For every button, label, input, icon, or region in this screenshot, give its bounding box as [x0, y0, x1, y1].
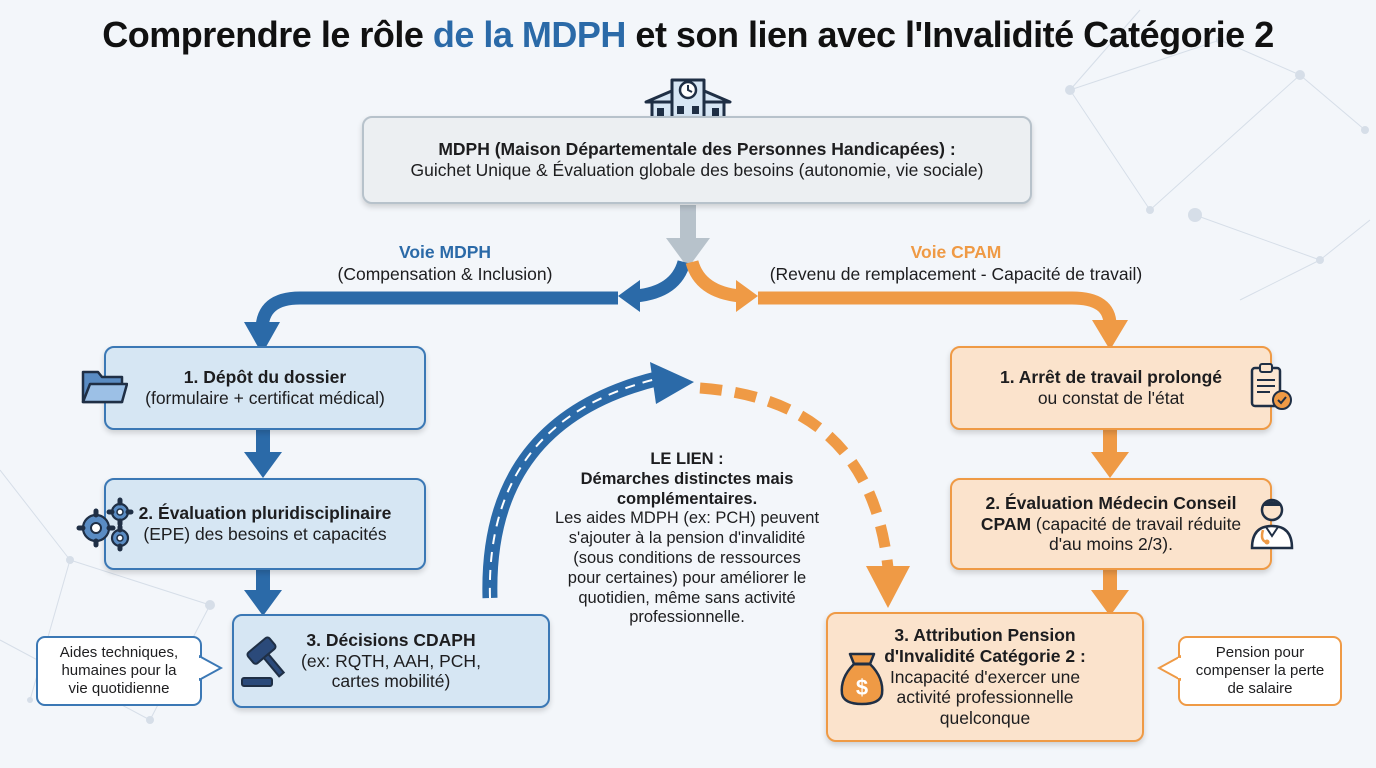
cpam-step-2-line2: CPAM (capacité de travail réduite — [981, 514, 1241, 535]
cpam-step-1-text: ou constat de l'état — [1037, 388, 1185, 408]
link-subtitle-2: complémentaires. — [616, 489, 758, 508]
left-callout-line2: humaines pour la — [61, 662, 177, 679]
orange-link-arc — [699, 382, 910, 608]
left-callout-line1: Aides techniques, — [59, 644, 179, 661]
cpam-step-3: 3. Attribution Pension d'Invalidité Caté… — [826, 612, 1144, 742]
cpam-step-3-line5: quelconque — [939, 707, 1031, 728]
title-highlight: de la MDPH — [432, 14, 627, 55]
orange-step-arrows — [1091, 430, 1129, 616]
cpam-step-2-text2: (capacité de travail réduite — [1031, 513, 1242, 534]
cpam-step-3-line4: activité professionnelle — [896, 687, 1074, 708]
left-callout-line3: vie quotidienne — [68, 680, 170, 697]
right-callout-line2: compenser la perte — [1195, 662, 1325, 679]
cpam-step-1: 1. Arrêt de travail prolongé ou constat … — [950, 346, 1272, 430]
mdph-summary-subtitle: Guichet Unique & Évaluation globale des … — [410, 160, 984, 180]
voie-mdph-subtitle: (Compensation & Inclusion) — [337, 263, 553, 284]
page-title: Comprendre le rôle de la MDPH et son lie… — [0, 14, 1376, 56]
blue-link-arc — [482, 362, 694, 599]
grey-down-arrow — [666, 205, 710, 268]
link-line-4: pour certaines) pour améliorer le — [567, 568, 807, 587]
right-callout-line1: Pension pour — [1215, 644, 1305, 661]
cpam-step-2-line3: d'au moins 2/3). — [1049, 534, 1173, 555]
voie-cpam-label: Voie CPAM (Revenu de remplacement - Capa… — [740, 242, 1172, 286]
mdph-step-2-title: 2. Évaluation pluridisciplinaire — [138, 503, 392, 524]
title-part2: et son lien avec l'Invalidité Catégorie … — [625, 14, 1274, 55]
mdph-step-3-line2: (ex: RQTH, AAH, PCH, — [301, 650, 481, 671]
orange-split-arrow — [685, 259, 758, 312]
mdph-step-3-title: 3. Décisions CDAPH — [306, 630, 476, 651]
cpam-step-2: 2. Évaluation Médecin Conseil CPAM (capa… — [950, 478, 1272, 570]
voie-mdph-label: Voie MDPH (Compensation & Inclusion) — [300, 242, 590, 286]
clipboard-check-icon — [1248, 362, 1294, 417]
mdph-step-2-text: (EPE) des besoins et capacités — [143, 524, 387, 544]
blue-branch-arrow — [244, 291, 618, 354]
mdph-step-1: 1. Dépôt du dossier (formulaire + certif… — [104, 346, 426, 430]
left-callout-pointer — [199, 654, 223, 682]
cpam-step-2-title: 2. Évaluation Médecin Conseil — [985, 493, 1237, 514]
title-part1: Comprendre le rôle — [102, 14, 433, 55]
gavel-icon — [238, 634, 294, 695]
cpam-step-3-line3: Incapacité d'exercer une — [889, 666, 1081, 687]
link-line-3: (sous conditions de ressources — [573, 548, 801, 567]
right-callout: Pension pour compenser la perte de salai… — [1178, 636, 1342, 706]
blue-split-arrow — [618, 259, 691, 312]
orange-branch-arrow — [758, 291, 1128, 350]
link-line-2: s'ajouter à la pension d'invalidité — [568, 529, 806, 548]
cpam-step-3-title2: d'Invalidité Catégorie 2 : — [884, 646, 1086, 667]
link-line-6: professionnelle. — [629, 608, 745, 627]
cpam-step-2-bold2: CPAM — [980, 513, 1032, 534]
right-callout-pointer — [1157, 654, 1181, 682]
mdph-step-3-line3: cartes mobilité) — [331, 671, 451, 692]
blue-step-arrows — [244, 430, 282, 616]
link-line-1: Les aides MDPH (ex: PCH) peuvent — [554, 509, 820, 528]
left-callout: Aides techniques, humaines pour la vie q… — [36, 636, 202, 706]
right-callout-line3: de salaire — [1227, 680, 1293, 697]
folder-icon — [80, 366, 129, 413]
mdph-step-3: 3. Décisions CDAPH (ex: RQTH, AAH, PCH, … — [232, 614, 550, 708]
mdph-step-1-title: 1. Dépôt du dossier — [183, 367, 347, 388]
mdph-step-1-text: (formulaire + certificat médical) — [145, 388, 385, 408]
link-title: LE LIEN : — [650, 450, 724, 468]
mdph-step-2: 2. Évaluation pluridisciplinaire (EPE) d… — [104, 478, 426, 570]
doctor-icon — [1248, 494, 1296, 555]
cpam-step-3-title: 3. Attribution Pension — [894, 625, 1076, 646]
cpam-step-1-title: 1. Arrêt de travail prolongé — [999, 367, 1223, 388]
link-explanation: LE LIEN : Démarches distinctes mais comp… — [528, 450, 846, 628]
money-bag-icon: $ — [838, 650, 886, 711]
voie-cpam-subtitle: (Revenu de remplacement - Capacité de tr… — [769, 263, 1143, 284]
link-subtitle-1: Démarches distinctes mais — [580, 469, 794, 488]
svg-text:$: $ — [856, 675, 868, 700]
mdph-summary-title: MDPH (Maison Départementale des Personne… — [438, 139, 956, 160]
gears-icon — [76, 496, 134, 557]
link-line-5: quotidien, même sans activité — [578, 588, 796, 607]
mdph-summary-box: MDPH (Maison Départementale des Personne… — [362, 116, 1032, 204]
voie-cpam-title: Voie CPAM — [910, 242, 1002, 262]
voie-mdph-title: Voie MDPH — [398, 242, 492, 262]
